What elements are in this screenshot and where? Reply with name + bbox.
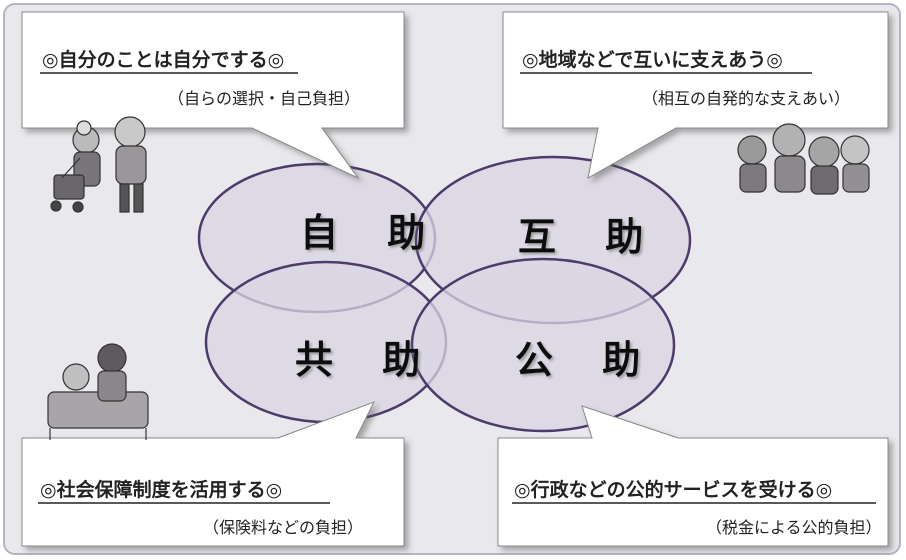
callout-bottom-right: ◎行政などの公的サービスを受ける◎ （税金による公的負担） [497, 405, 889, 547]
label-public-help: 公 助 [515, 338, 658, 382]
callout-top-left: ◎自分のことは自分でする◎ （自らの選択・自己負担） [21, 11, 405, 180]
callout-bottom-left: ◎社会保障制度を活用する◎ （保険料などの負担） [21, 401, 405, 547]
callout-bottom-left-title: ◎社会保障制度を活用する◎ [40, 478, 282, 501]
callout-bottom-right-title: ◎行政などの公的サービスを受ける◎ [514, 478, 832, 501]
callout-top-right: ◎地域などで互いに支えあう◎ （相互の自発的な支えあい） [502, 11, 889, 179]
callout-top-left-subtitle: （自らの選択・自己負担） [168, 89, 360, 108]
caregiver-illustration [47, 343, 149, 440]
venn-ellipses [197, 155, 692, 433]
callout-top-right-subtitle: （相互の自発的な支えあい） [642, 89, 850, 108]
callout-bottom-right-subtitle: （税金による公的負担） [706, 518, 882, 537]
label-self-help: 自 助 [300, 211, 443, 255]
callout-bottom-left-subtitle: （保険料などの負担） [203, 518, 363, 537]
label-social-help: 共 助 [295, 338, 438, 382]
elderly-couple-illustration [50, 116, 147, 213]
community-group-illustration [737, 123, 870, 195]
ellipse-public-help [410, 257, 676, 433]
callout-top-right-title: ◎地域などで互いに支えあう◎ [522, 48, 783, 71]
callout-top-left-title: ◎自分のことは自分でする◎ [42, 48, 284, 71]
label-mutual-help: 互 助 [518, 215, 661, 259]
